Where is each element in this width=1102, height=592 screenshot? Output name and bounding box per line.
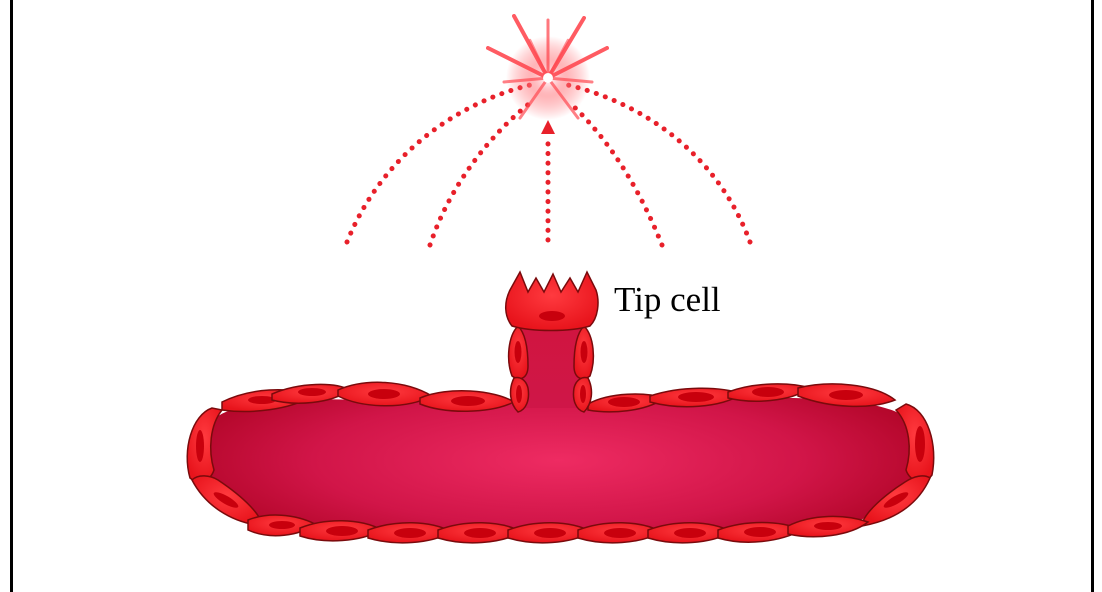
starburst-glow-icon <box>488 16 607 120</box>
triangle-up-icon <box>541 120 555 134</box>
tip-cell-label: Tip cell <box>614 282 721 317</box>
signal-arc-inner-right <box>570 103 662 245</box>
tip-cell <box>506 272 598 331</box>
signal-arc-inner-left <box>430 103 530 245</box>
signal-arc-outer-right <box>568 85 750 242</box>
